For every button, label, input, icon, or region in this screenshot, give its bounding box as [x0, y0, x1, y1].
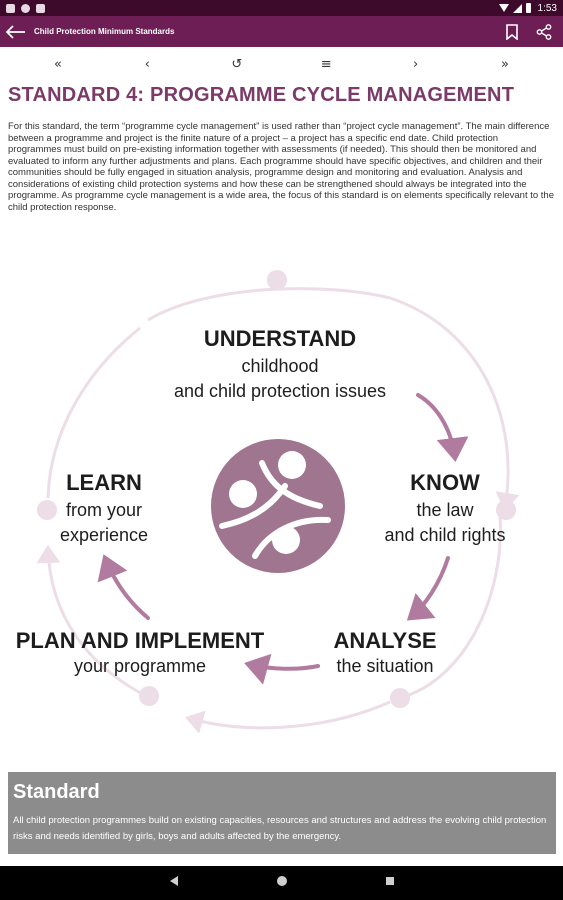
previous-page-button[interactable]: ‹	[144, 57, 150, 72]
inner-cycle-arrows	[97, 393, 469, 685]
understand-label: UNDERSTAND childhood and child protectio…	[173, 326, 387, 401]
table-of-contents-button[interactable]: ≡	[320, 57, 332, 72]
ring-node-bottom-right	[390, 688, 410, 708]
battery-icon	[525, 3, 531, 13]
system-navigation-bar	[0, 866, 563, 900]
standard-text: All child protection programmes build on…	[13, 815, 547, 842]
intro-paragraph: For this standard, the term “programme c…	[8, 121, 554, 213]
back-button[interactable]	[0, 16, 32, 47]
standard-statement-box: Standard All child protection programmes…	[8, 772, 556, 854]
outer-cycle-ring	[36, 287, 520, 734]
system-icons: 1:53	[498, 2, 557, 14]
system-recents-button[interactable]	[384, 874, 396, 892]
learn-label: LEARN from your experience	[59, 470, 149, 545]
share-button[interactable]	[535, 23, 553, 41]
app-bar: Child Protection Minimum Standards	[0, 16, 563, 47]
analyse-label: ANALYSE the situation	[333, 628, 437, 676]
chapter-nav-toolbar: « ‹ ↺ ≡ › »	[0, 47, 563, 82]
sync-notification-icon	[21, 3, 30, 13]
programme-cycle-diagram: UNDERSTAND childhood and child protectio…	[0, 258, 563, 748]
first-page-button[interactable]: «	[54, 57, 62, 72]
clock: 1:53	[537, 2, 557, 14]
app-notification-icon	[6, 3, 15, 13]
ring-node-bottom-left	[139, 686, 159, 706]
download-notification-icon	[36, 3, 45, 13]
people-circle-logo	[211, 439, 345, 573]
next-page-button[interactable]: ›	[412, 57, 419, 72]
bookmark-button[interactable]	[503, 23, 521, 41]
ring-node-right	[496, 500, 516, 520]
status-bar: 1:53	[0, 0, 563, 16]
plan-implement-label: PLAN AND IMPLEMENT your programme	[15, 628, 265, 676]
standard-title: Standard	[13, 781, 100, 803]
app-title: Child Protection Minimum Standards	[34, 27, 175, 36]
notification-icons	[6, 3, 45, 13]
bookmark-icon	[506, 23, 518, 40]
know-label: KNOW the law and child rights	[384, 470, 506, 545]
recents-square-icon	[385, 877, 394, 885]
cycle-diagram-graphic	[36, 270, 520, 734]
triangle-back-icon	[169, 876, 178, 886]
page-title: STANDARD 4: PROGRAMME CYCLE MANAGEMENT	[8, 84, 515, 106]
system-back-button[interactable]	[168, 874, 180, 892]
ring-node-top	[267, 270, 287, 290]
system-home-button[interactable]	[276, 874, 288, 892]
signal-icon	[512, 3, 522, 13]
last-page-button[interactable]: »	[500, 57, 509, 72]
wifi-icon	[498, 4, 509, 12]
refresh-button[interactable]: ↺	[231, 57, 243, 72]
home-circle-icon	[276, 876, 287, 886]
back-arrow-icon	[6, 24, 25, 39]
ring-node-left	[37, 500, 57, 520]
share-icon	[536, 23, 552, 40]
